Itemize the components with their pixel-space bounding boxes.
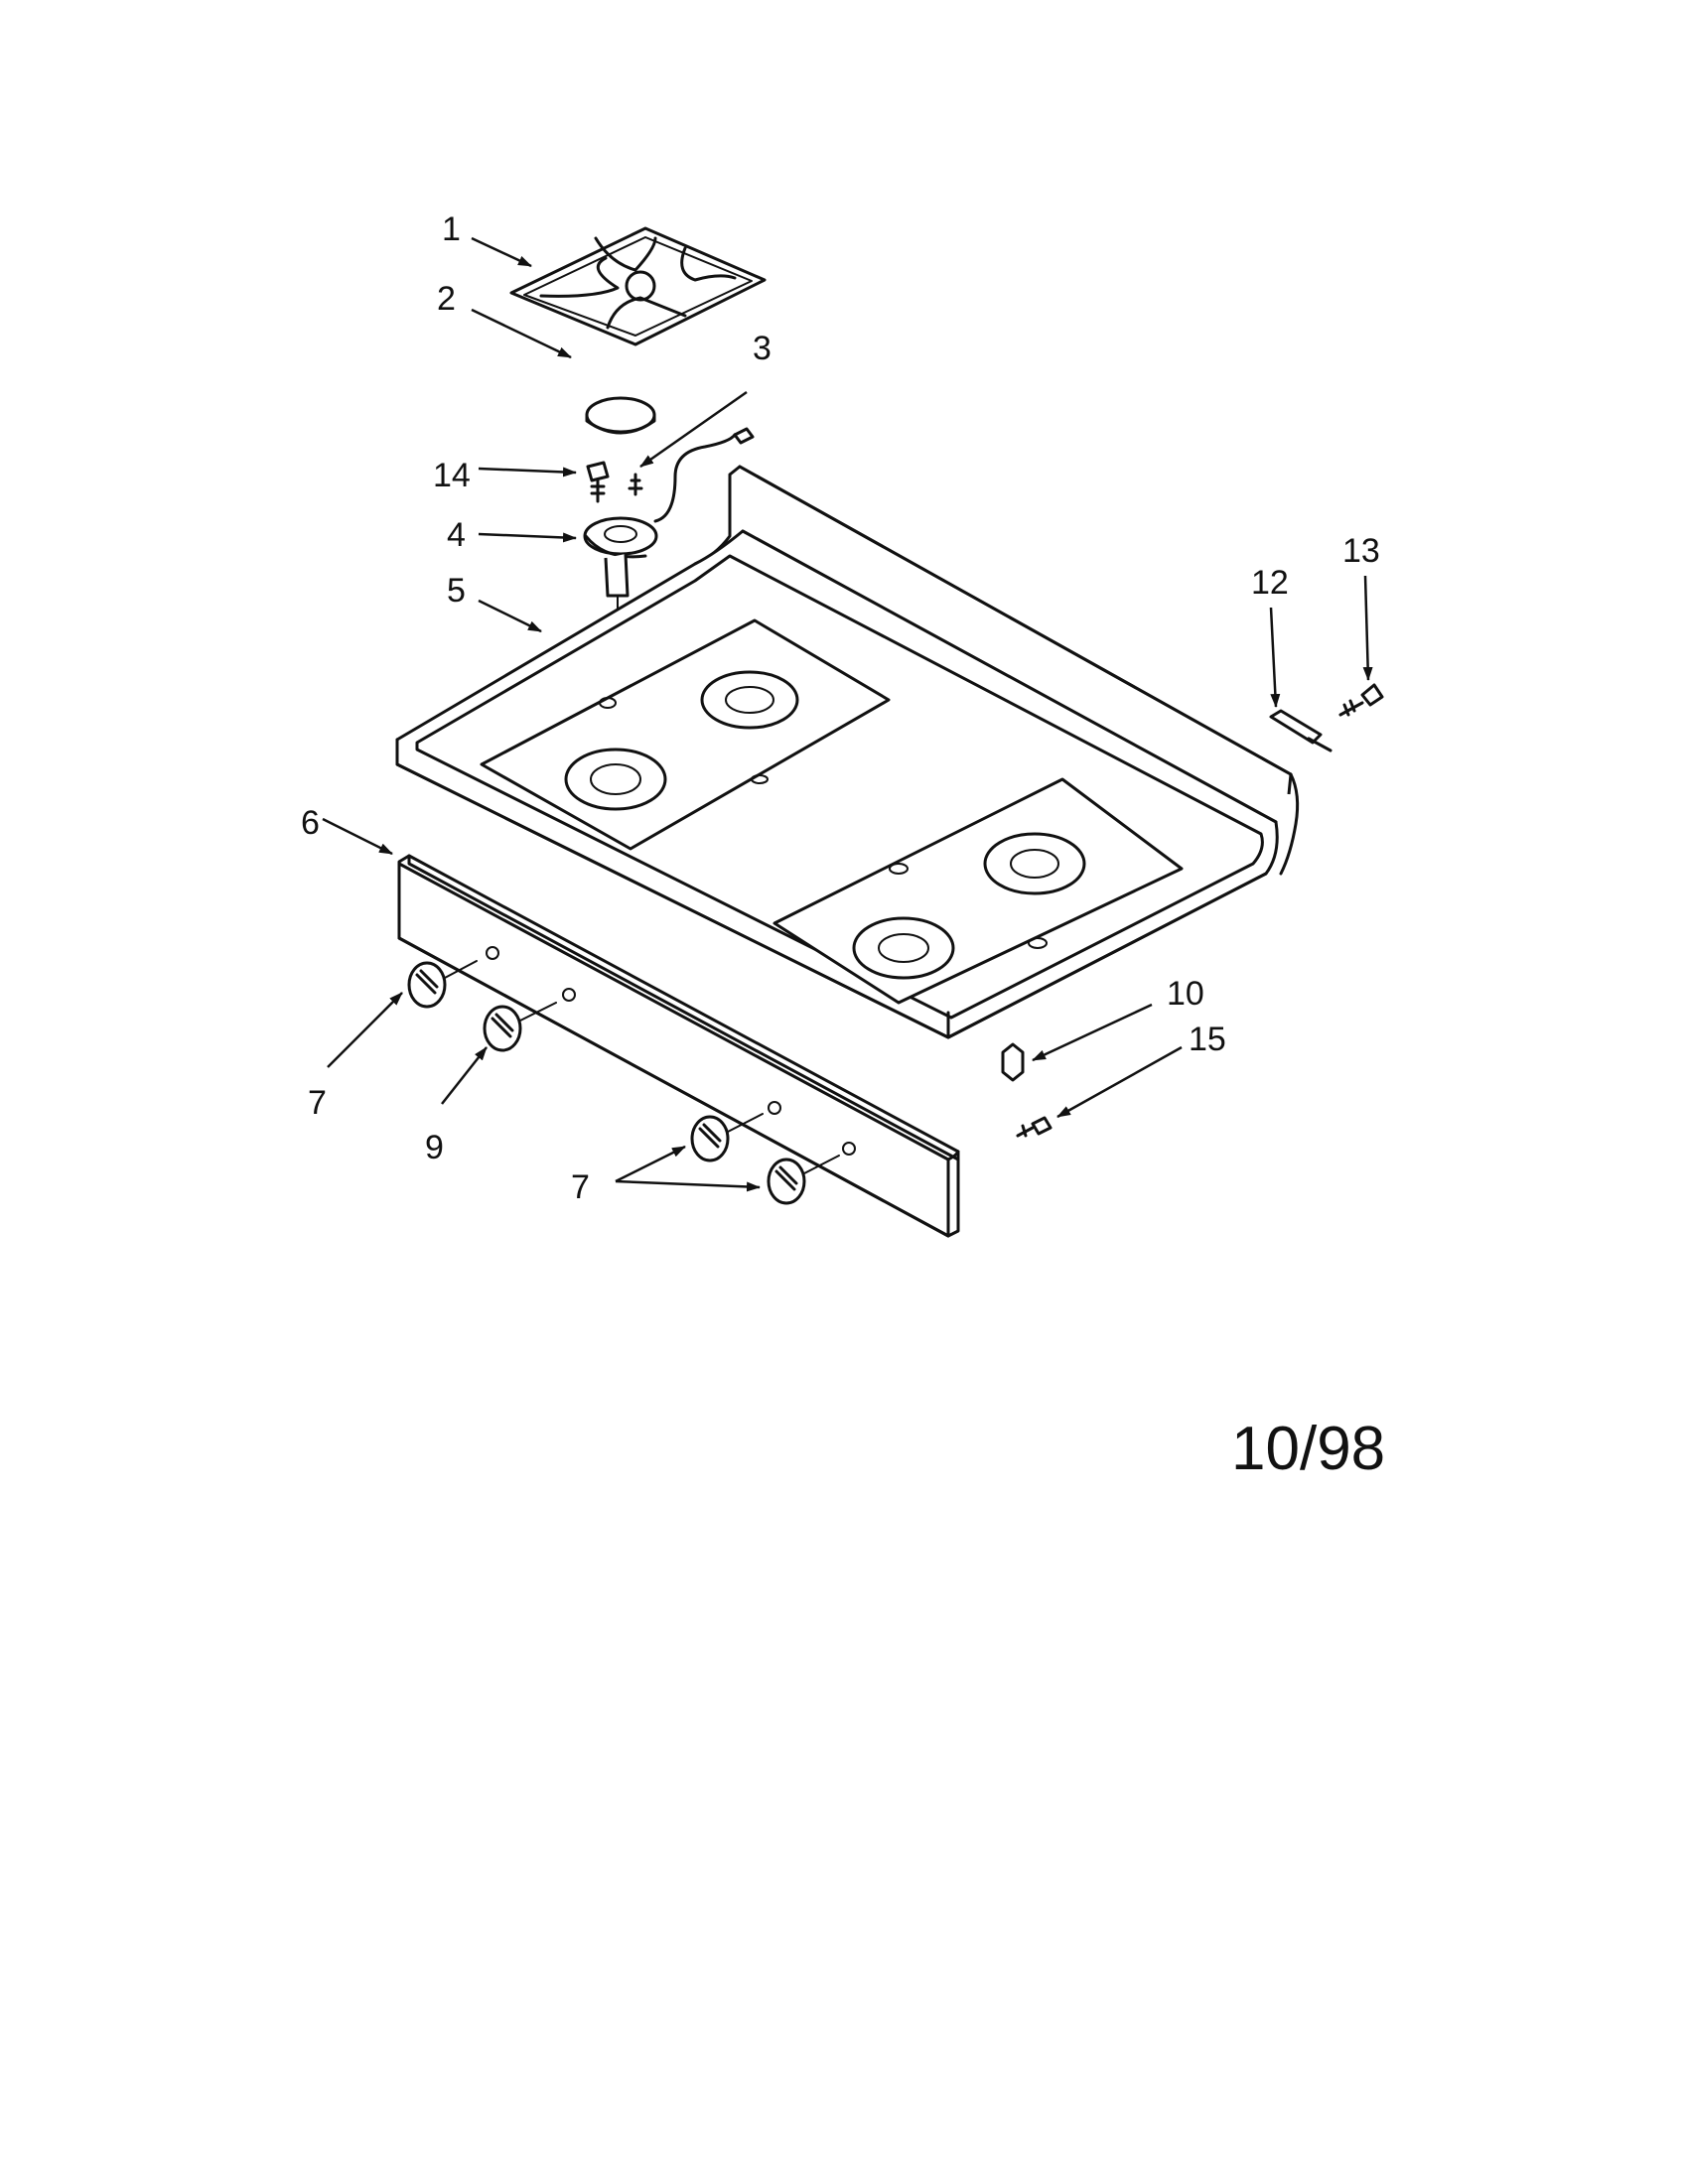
screw-13 — [1338, 683, 1384, 717]
screw-15 — [1016, 1116, 1052, 1138]
igniter-switch-bracket — [1269, 709, 1333, 752]
burner-right-rear — [983, 832, 1086, 895]
callout-13: 13 — [1342, 532, 1380, 570]
callout-12: 12 — [1251, 564, 1289, 602]
callout-7-left: 7 — [308, 1084, 327, 1122]
callout-7-right: 7 — [571, 1168, 590, 1206]
burner-left-rear — [700, 670, 799, 730]
knob-left-front — [407, 960, 478, 1009]
igniter — [628, 427, 755, 523]
callout-10: 10 — [1167, 975, 1204, 1013]
callout-4: 4 — [447, 516, 466, 554]
callout-5: 5 — [447, 572, 466, 610]
date-code: 10/98 — [1231, 1415, 1385, 1483]
knob-right-rear — [690, 1113, 764, 1162]
burner-grate — [509, 226, 767, 346]
clip-10 — [1001, 1042, 1025, 1082]
callout-3: 3 — [753, 330, 772, 367]
cooktop-panel — [395, 465, 1300, 1039]
callout-1: 1 — [442, 210, 461, 248]
callout-2: 2 — [437, 280, 456, 318]
burner-right-front — [852, 916, 955, 980]
callout-14: 14 — [433, 457, 471, 494]
screw-14 — [586, 461, 610, 503]
callout-6: 6 — [301, 804, 320, 842]
burner-left-front — [564, 748, 667, 811]
burner-cap — [585, 396, 656, 435]
control-panel — [397, 854, 960, 1238]
leader-arrows — [322, 236, 1373, 1192]
knob-right-front — [767, 1155, 840, 1205]
callout-9: 9 — [425, 1129, 444, 1166]
callout-15: 15 — [1189, 1021, 1226, 1058]
knob-left-rear — [483, 1002, 557, 1052]
